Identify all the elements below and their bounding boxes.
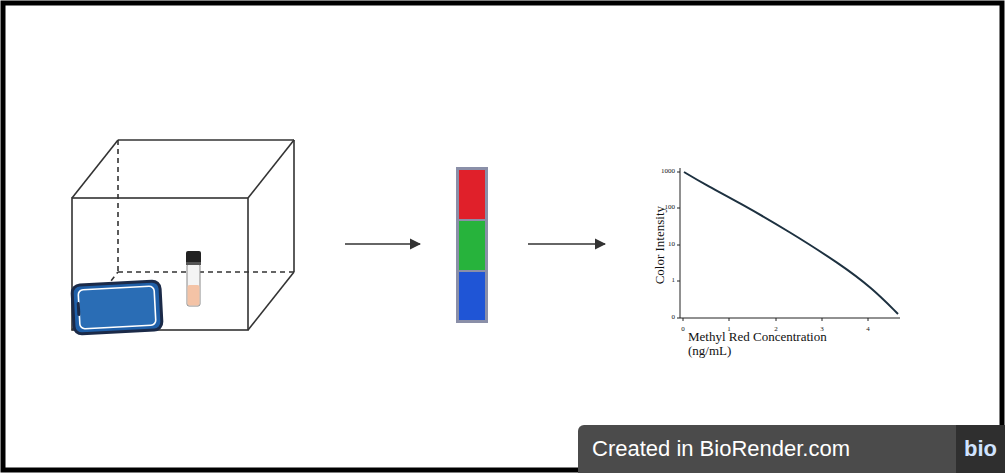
flow-arrow [345,243,420,245]
y-tick-label: 1 [672,277,676,285]
outer-frame [3,3,1002,470]
x-tick-label: 0 [681,326,685,334]
chart-axes [677,168,900,321]
watermark-badge: Created in BioRender.com bio [578,425,1005,473]
axis-title: Methyl Red Concentration (ng/mL) [688,330,828,359]
rgb-strip [456,167,488,323]
x-tick-label: 4 [866,326,870,334]
credit-text: Created in BioRender.com [592,436,850,462]
smartphone [72,281,162,335]
light-box-cube [72,140,294,330]
y-tick-label: 1000 [661,168,675,176]
y-tick-label: 10 [668,241,675,249]
sample-vial [186,251,201,306]
logo-text: bio [956,425,1005,473]
calibration-curve [684,172,898,314]
axis-title: Color Intensity [653,206,667,284]
flow-arrow [528,243,605,245]
y-tick-label: 0 [672,314,676,322]
